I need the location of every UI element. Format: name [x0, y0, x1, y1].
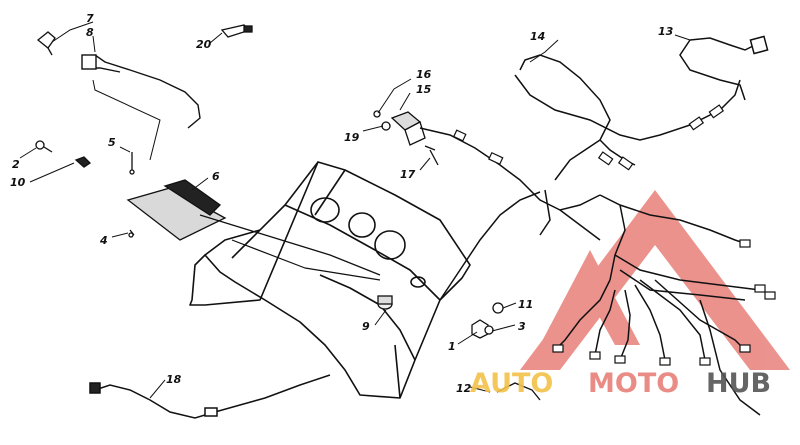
- callout-1: 1: [448, 340, 456, 353]
- callout-16: 16: [416, 68, 432, 81]
- callout-17: 17: [400, 168, 416, 181]
- main-wiring-harness: [419, 54, 761, 416]
- callout-8: 8: [86, 26, 94, 39]
- gauge-right: [374, 230, 406, 260]
- bracket-assembly: [373, 110, 439, 166]
- callout-12: 12: [456, 382, 472, 395]
- choke-cable: [81, 54, 201, 129]
- callout-13: 13: [658, 25, 674, 38]
- gauge-left: [310, 197, 340, 223]
- part-7-switch: [36, 31, 56, 56]
- callout-6: 6: [212, 170, 220, 183]
- watermark-triangle-small: [540, 250, 640, 345]
- harness-13: [679, 35, 769, 101]
- ignition-hole: [410, 276, 426, 288]
- callout-15: 15: [416, 83, 432, 96]
- callout-14: 14: [530, 30, 545, 43]
- watermark-hub: HUB: [706, 368, 771, 399]
- gauge-center: [348, 212, 376, 238]
- callout-18: 18: [166, 373, 182, 386]
- watermark-logo: [520, 190, 790, 370]
- callout-19: 19: [344, 131, 360, 144]
- callout-2: 2: [12, 158, 20, 171]
- harness-18: [89, 191, 541, 419]
- part-20-bulb: [220, 24, 253, 38]
- watermark-text: AUTO MOTO HUB: [470, 368, 771, 399]
- mounting-plate: [126, 179, 381, 276]
- callout-3: 3: [518, 320, 526, 333]
- callout-7: 7: [86, 12, 94, 25]
- callout-10: 10: [10, 176, 26, 189]
- callout-4: 4: [99, 234, 108, 247]
- small-hardware: [471, 302, 541, 401]
- callout-20: 20: [196, 38, 212, 51]
- watermark-moto: MOTO: [588, 368, 679, 399]
- instrument-console: [189, 161, 471, 399]
- callout-leaders: [19, 21, 691, 399]
- watermark-triangle-large: [520, 190, 790, 370]
- callout-11: 11: [518, 298, 533, 311]
- callout-labels: 1 2 3 4 5 6 7 8 9 10 11 12 13 14 15 16 1…: [10, 12, 674, 395]
- watermark-auto: AUTO: [470, 368, 553, 399]
- harness-connectors: [452, 104, 776, 366]
- left-fasteners: [35, 140, 135, 238]
- dimmer-knob: [377, 295, 393, 310]
- callout-9: 9: [362, 320, 370, 333]
- callout-5: 5: [108, 136, 116, 149]
